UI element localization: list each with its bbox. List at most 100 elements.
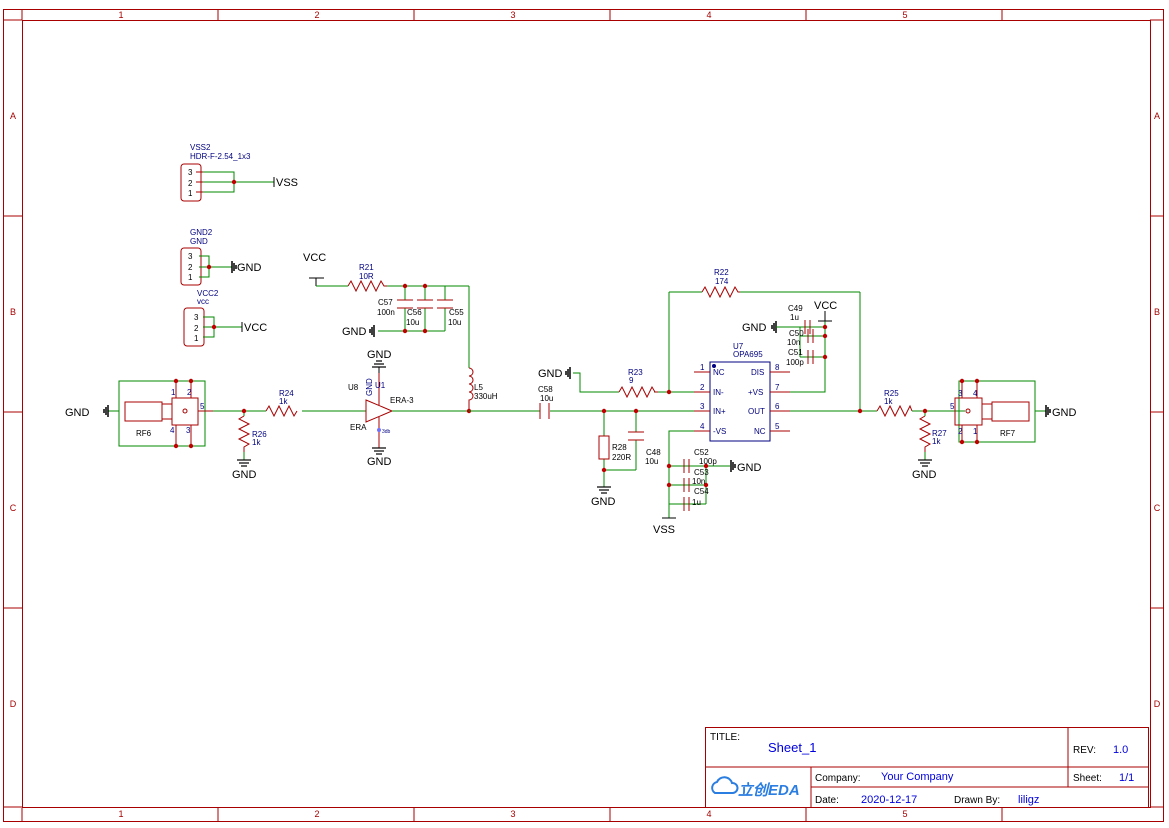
vcc2-net-label: VCC — [244, 322, 267, 334]
row-label-a-right: A — [1154, 111, 1160, 121]
r21-ref: R21 — [359, 263, 374, 272]
u7-pin4-num: 4 — [700, 422, 705, 431]
inductor-l5[interactable]: L5 330uH — [468, 367, 498, 411]
opamp-u7[interactable]: U7 OPA695 1 NC 2 IN- 3 IN+ 4 -VS 8 DIS 7… — [694, 342, 790, 442]
rf6-ref: RF6 — [136, 429, 152, 438]
capacitor-c57[interactable]: C57 100n — [377, 298, 413, 317]
vss2-pin3: 3 — [188, 168, 193, 177]
vss2-ref: VSS2 — [190, 143, 211, 152]
cloud-icon — [711, 776, 739, 794]
u7-pin7-name: +VS — [748, 388, 763, 397]
company-value: Your Company — [881, 771, 954, 783]
capacitor-c52[interactable]: C52 100p — [683, 448, 717, 473]
col-label-5-bottom: 5 — [902, 809, 907, 819]
capacitor-c51[interactable]: C51 100p — [786, 348, 814, 367]
resistor-r22[interactable]: R22 174 — [701, 268, 740, 299]
vcc2-pin3: 3 — [194, 313, 199, 322]
connector-gnd2[interactable]: GND2 GND 3 2 1 GND — [180, 228, 262, 286]
u7-pin5-name: NC — [754, 427, 766, 436]
resistor-r21[interactable]: R21 10R — [347, 263, 387, 293]
capacitor-c55[interactable]: C55 10u — [437, 299, 464, 327]
resistor-r25[interactable]: R25 1k — [876, 389, 913, 418]
row-label-a: A — [10, 111, 16, 121]
rf7-connector[interactable]: 3 4 5 1 2 RF7 GND — [950, 378, 1077, 445]
r28-ref: R28 — [612, 443, 627, 452]
row-label-b: B — [10, 307, 16, 317]
c53-ref: C53 — [694, 468, 709, 477]
c57-value: 100n — [377, 308, 395, 317]
rev-value: 1.0 — [1113, 744, 1128, 756]
col-label-3-bottom: 3 — [510, 809, 515, 819]
amplifier-u8[interactable]: GND GND U8 U1 GND ERA-3 ERA 3db — [348, 349, 470, 468]
u8-atten: 3db — [382, 429, 391, 435]
col-label-5: 5 — [902, 10, 907, 20]
resistor-r23[interactable]: R23 9 — [618, 368, 658, 399]
l5-value: 330uH — [474, 392, 498, 401]
col-label-4-bottom: 4 — [706, 809, 711, 819]
input-wires — [213, 410, 366, 460]
resistor-r26[interactable]: R26 1k GND — [232, 415, 267, 481]
capacitor-c56[interactable]: C56 10u — [406, 299, 433, 327]
r26-value: 1k — [252, 438, 261, 447]
row-label-d-right: D — [1154, 699, 1161, 709]
col-label-1: 1 — [118, 10, 123, 20]
u8-gnd-pin: GND — [365, 378, 374, 396]
r28-gnd-label: GND — [591, 496, 616, 508]
c57-ref: C57 — [378, 298, 393, 307]
gnd2-net-label: GND — [237, 262, 262, 274]
capacitor-c54[interactable]: C54 1u — [683, 487, 709, 511]
r28-value: 220R — [612, 453, 631, 462]
capacitor-c50[interactable]: C50 10n — [787, 329, 814, 347]
r24-value: 1k — [279, 397, 288, 406]
c51-value: 100p — [786, 358, 804, 367]
frame-labels: 1 2 3 4 5 1 2 3 4 5 A B C D A B C D — [10, 10, 1161, 819]
eda-logo: 立创EDA — [711, 776, 800, 799]
c58-ref: C58 — [538, 385, 553, 394]
drawn-by-value: liligz — [1018, 794, 1039, 806]
title-block: TITLE: Sheet_1 REV: 1.0 Company: Your Co… — [705, 727, 1149, 808]
mid-wires — [469, 410, 699, 487]
gnd2-pin2: 2 — [188, 263, 193, 272]
vss2-pin2: 2 — [188, 179, 193, 188]
u7-ref: U7 — [733, 342, 744, 351]
capacitor-c49[interactable]: C49 1u — [788, 304, 811, 334]
rf6-connector[interactable]: 1 2 5 4 3 RF6 GND — [65, 378, 213, 449]
row-label-c: C — [10, 503, 17, 513]
title-value: Sheet_1 — [768, 740, 816, 755]
r22-ref: R22 — [714, 268, 729, 277]
capacitor-c53[interactable]: C53 10n — [683, 468, 709, 492]
rf7-pin4: 4 — [973, 389, 978, 398]
vcc-bias-network: VCC GND — [303, 252, 470, 368]
connector-vcc2[interactable]: VCC2 vcc 3 2 1 VCC — [183, 289, 267, 347]
vss-bottom-label: VSS — [653, 524, 675, 536]
vss2-footprint: HDR-F-2.54_1x3 — [190, 152, 251, 161]
c55-ref: C55 — [449, 308, 464, 317]
r27-ref: R27 — [932, 429, 947, 438]
c54-ref: C54 — [694, 487, 709, 496]
capacitor-c58[interactable]: C58 10u — [538, 385, 553, 419]
rf6-pin1: 1 — [171, 388, 176, 397]
sheet-label: Sheet: — [1073, 773, 1102, 784]
sheet-value: 1/1 — [1119, 772, 1134, 784]
u7-pin4-name: -VS — [713, 427, 726, 436]
u7-pin6-name: OUT — [748, 407, 765, 416]
resistor-r27[interactable]: R27 1k GND — [912, 415, 947, 481]
row-label-d: D — [10, 699, 17, 709]
u7-pin6-num: 6 — [775, 402, 780, 411]
row-label-b-right: B — [1154, 307, 1160, 317]
resistor-r28[interactable]: R28 220R — [598, 435, 631, 462]
c50-value: 10n — [787, 338, 800, 347]
resistor-r24[interactable]: R24 1k — [265, 389, 298, 418]
c56-value: 10u — [406, 318, 419, 327]
c55-value: 10u — [448, 318, 461, 327]
u7-pin5-num: 5 — [775, 422, 780, 431]
r25-ref: R25 — [884, 389, 899, 398]
c58-value: 10u — [540, 394, 553, 403]
capacitor-c48[interactable]: C48 10u — [628, 431, 661, 466]
col-label-2: 2 — [314, 10, 319, 20]
col-label-4: 4 — [706, 10, 711, 20]
u8-unit: U1 — [375, 381, 386, 390]
u7-pin7-num: 7 — [775, 383, 780, 392]
connector-vss2[interactable]: VSS2 HDR-F-2.54_1x3 3 2 1 VSS — [180, 143, 298, 202]
gnd2-pin1: 1 — [188, 273, 193, 282]
